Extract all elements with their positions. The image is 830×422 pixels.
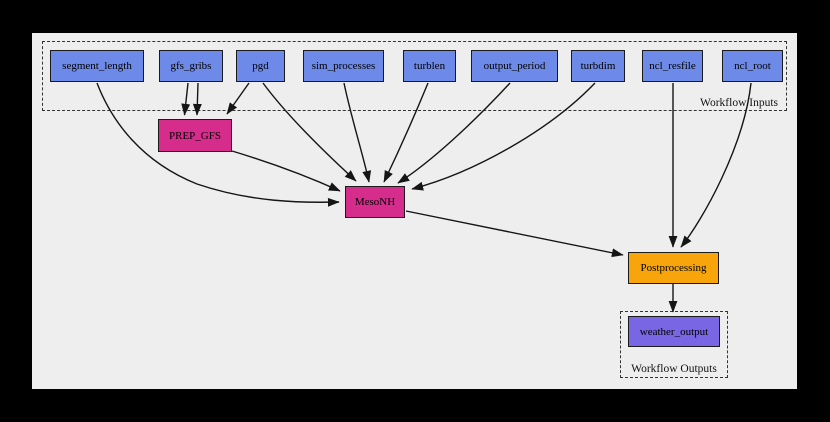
node-ncl_root: ncl_root [722, 50, 783, 82]
node-segment_length: segment_length [50, 50, 144, 82]
node-label: segment_length [62, 60, 132, 72]
node-label: sim_processes [311, 60, 376, 72]
node-label: weather_output [639, 325, 709, 338]
node-label: PREP_GFS [169, 129, 221, 142]
node-turblen: turblen [403, 50, 456, 82]
node-ncl_resfile: ncl_resfile [642, 50, 703, 82]
diagram-canvas: Workflow Inputs Workflow Outputs segment… [32, 33, 797, 389]
node-label: MesoNH [354, 196, 396, 208]
node-PREP_GFS: PREP_GFS [158, 119, 232, 152]
node-weather_output: weather_output [628, 316, 720, 347]
node-label: output_period [483, 60, 546, 72]
node-sim_processes: sim_processes [303, 50, 384, 82]
node-pgd: pgd [236, 50, 285, 82]
node-label: ncl_root [734, 60, 771, 72]
node-label: Postprocessing [640, 262, 707, 274]
node-output_period: output_period [471, 50, 558, 82]
node-label: turblen [413, 60, 446, 72]
node-MesoNH: MesoNH [345, 186, 405, 218]
node-label: gfs_gribs [170, 60, 212, 72]
node-Postprocessing: Postprocessing [628, 252, 719, 284]
node-label: pgd [252, 60, 269, 72]
node-label: ncl_resfile [649, 60, 696, 72]
node-label: turbdim [580, 60, 616, 72]
workflow-inputs-label: Workflow Inputs [700, 97, 778, 109]
node-turbdim: turbdim [571, 50, 625, 82]
node-gfs_gribs: gfs_gribs [159, 50, 223, 82]
workflow-outputs-label: Workflow Outputs [631, 363, 717, 375]
